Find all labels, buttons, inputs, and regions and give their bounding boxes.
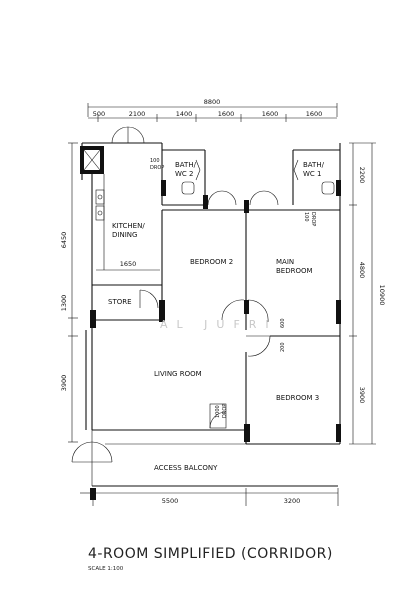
dim-bottom-left: 5500 <box>162 497 179 505</box>
bath2-label-line2: WC 2 <box>175 170 194 178</box>
right-dimension-lines <box>349 142 376 445</box>
drop-note-b: 100 <box>303 212 309 222</box>
bath2-fixtures <box>181 159 201 195</box>
dim-right-c: 3900 <box>358 387 366 404</box>
bath1-fixtures <box>293 159 335 195</box>
dim-top-seg-1: 500 <box>93 110 105 118</box>
refuse-chute-icon <box>80 146 104 174</box>
drop-note-b-line2: DROP <box>310 212 316 226</box>
drop-note-c: 1000 <box>215 405 221 418</box>
store-door <box>139 289 159 309</box>
structural-columns <box>90 180 341 500</box>
kitchen-label: KITCHEN/ <box>112 222 145 230</box>
dim-left-mid: 1300 <box>60 295 68 312</box>
drop-note-a: 100 <box>150 158 160 164</box>
living-room-doors <box>221 299 271 357</box>
bedroom-corridor-doors <box>207 190 279 206</box>
drop-note-c-line2: DROP <box>222 404 228 418</box>
drawing-title: 4-ROOM SIMPLIFIED (CORRIDOR) <box>88 546 333 562</box>
drop-note-a-line2: DROP <box>150 165 164 171</box>
kitchen-label-line2: DINING <box>112 231 137 239</box>
dim-top-seg-2: 2100 <box>129 110 146 118</box>
dim-left-upper: 6450 <box>60 232 68 249</box>
dim-left-lower: 3900 <box>60 375 68 392</box>
watermark: AL JUFRI <box>160 318 278 331</box>
balcony-door <box>209 403 227 429</box>
main-entrance-door <box>71 441 113 463</box>
main-bedroom-label-line2: BEDROOM <box>276 267 313 275</box>
bath1-label: BATH/ <box>303 161 325 169</box>
top-dimension-lines <box>87 103 338 122</box>
left-dimension-lines <box>68 142 78 443</box>
dim-bottom-right: 3200 <box>284 497 301 505</box>
drawing-scale: SCALE 1:100 <box>88 566 124 572</box>
bath2-label: BATH/ <box>175 161 197 169</box>
dim-inner-b: 200 <box>280 342 286 352</box>
bath1-label-line2: WC 1 <box>303 170 322 178</box>
dim-right-a: 2200 <box>358 167 366 184</box>
dim-top-seg-3: 1400 <box>176 110 193 118</box>
dim-top-total: 8800 <box>204 98 221 106</box>
kitchen-counter <box>95 174 105 270</box>
dim-top-seg-6: 1600 <box>306 110 323 118</box>
bedroom3-label: BEDROOM 3 <box>276 394 319 402</box>
living-room-label: LIVING ROOM <box>154 370 202 378</box>
dim-top-seg-5: 1600 <box>262 110 279 118</box>
bedroom2-label: BEDROOM 2 <box>190 258 233 266</box>
store-label: STORE <box>108 298 132 306</box>
dim-kitchen-width: 1650 <box>120 260 137 268</box>
dim-right-total: 10900 <box>378 285 386 306</box>
main-bedroom-label: MAIN <box>276 258 294 266</box>
dim-top-seg-4: 1600 <box>218 110 235 118</box>
access-balcony-label: ACCESS BALCONY <box>154 464 218 472</box>
dim-inner-a: 600 <box>280 318 286 328</box>
dim-right-b: 4800 <box>358 262 366 279</box>
walls <box>81 142 341 487</box>
kitchen-door <box>111 126 145 144</box>
